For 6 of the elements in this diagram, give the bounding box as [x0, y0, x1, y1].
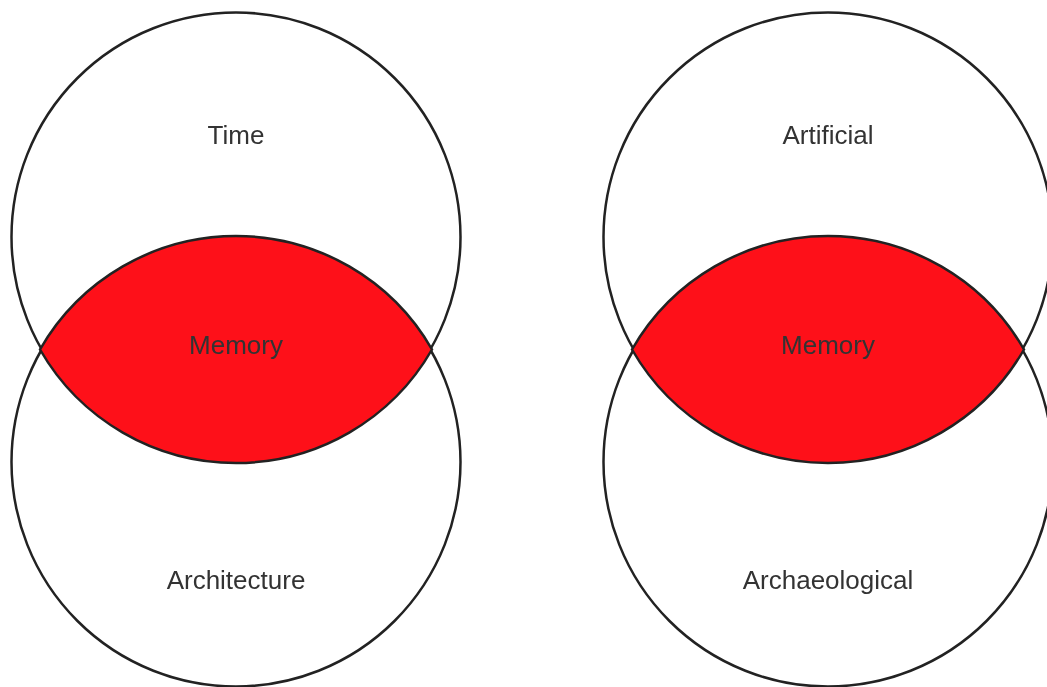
overlap-label: Memory [781, 330, 875, 360]
circle-label: Architecture [166, 565, 306, 595]
circle-label: Time [207, 120, 265, 150]
circle-label: Archaeological [742, 565, 914, 595]
circle-label: Artificial [782, 120, 874, 150]
overlap-label: Memory [189, 330, 283, 360]
